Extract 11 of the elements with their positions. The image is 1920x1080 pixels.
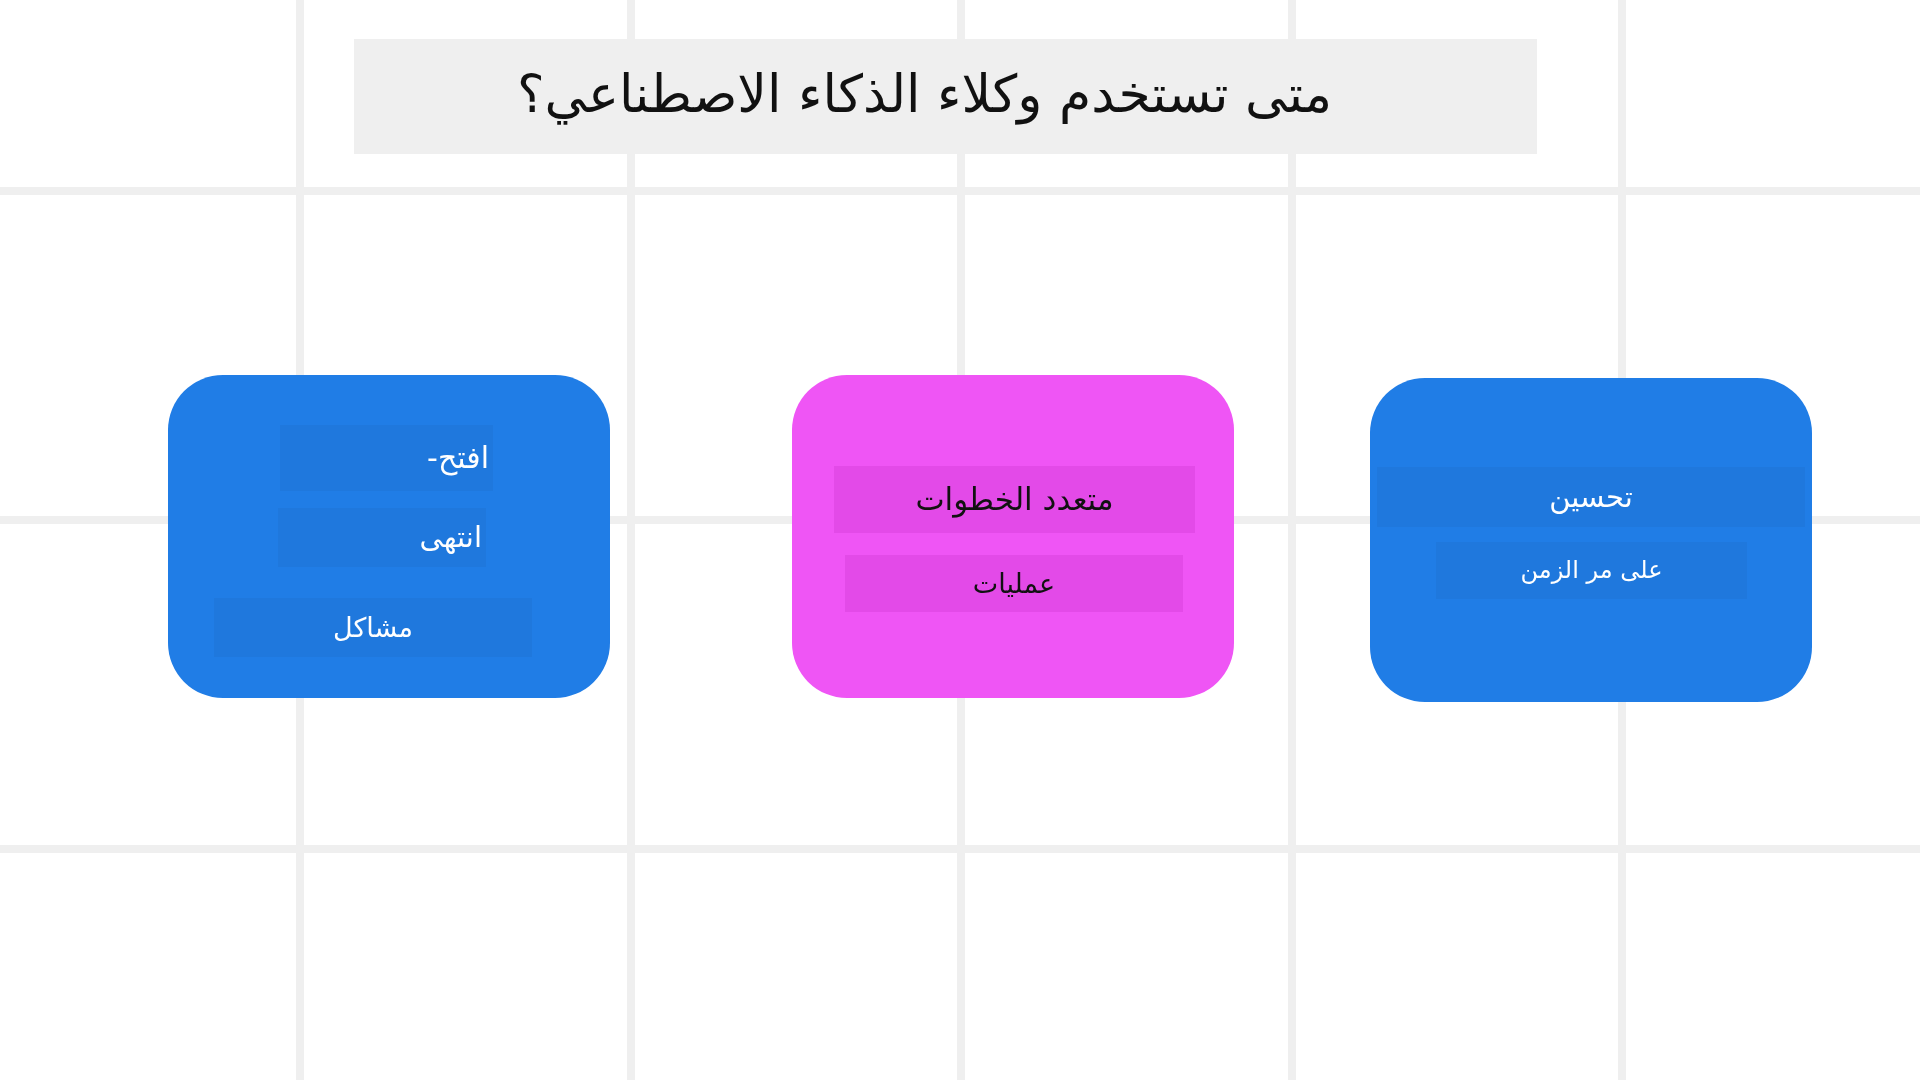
- rounded-card: [1370, 378, 1812, 702]
- label-box: انتهى: [278, 508, 486, 567]
- label-box: مشاكل: [214, 598, 532, 657]
- label-box: افتح-: [280, 425, 493, 491]
- title-banner: متى تستخدم وكلاء الذكاء الاصطناعي؟: [354, 39, 1537, 154]
- label-box: تحسين: [1377, 467, 1805, 527]
- label-box: متعدد الخطوات: [834, 466, 1195, 533]
- rounded-card: [792, 375, 1234, 698]
- label-box: على مر الزمن: [1436, 542, 1747, 599]
- label-box: عمليات: [845, 555, 1183, 612]
- rounded-card: [168, 375, 610, 698]
